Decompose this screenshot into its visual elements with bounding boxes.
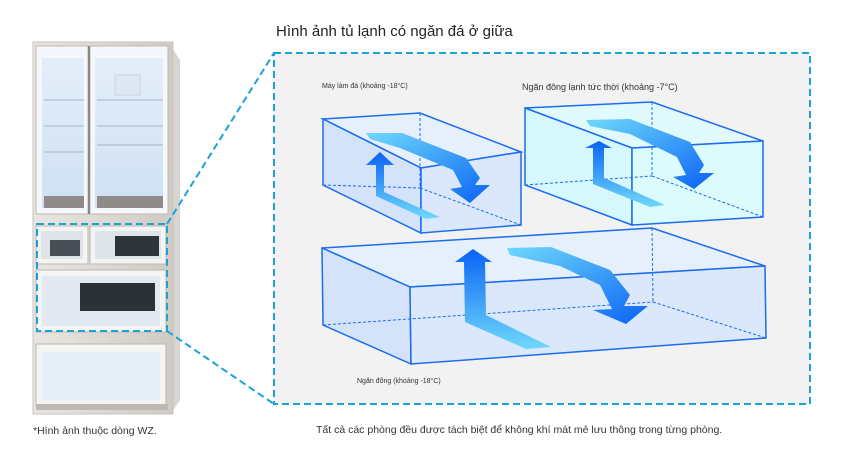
airflow-arrow-down-icon <box>507 247 648 324</box>
airflow-arrow-down-icon <box>586 119 714 189</box>
label-freezer: Ngăn đông (khoảng -18°C) <box>357 378 441 385</box>
diagram-caption: Tất cả các phòng đều được tách biệt để k… <box>316 424 723 436</box>
page-title: Hình ảnh tủ lạnh có ngăn đá ở giữa <box>276 23 513 40</box>
airflow-arrow-up-icon <box>366 152 440 219</box>
label-instant-freezer: Ngăn đông lạnh tức thời (khoảng -7°C) <box>522 82 678 92</box>
airflow-arrow-up-icon <box>585 141 665 207</box>
compartment-ice-maker <box>320 112 524 235</box>
compartment-freezer <box>321 227 767 366</box>
fridge-middle-drawers <box>35 225 167 333</box>
airflow-arrow-down-icon <box>366 133 490 203</box>
airflow-arrow-up-icon <box>455 249 551 349</box>
fridge-bottom-drawer <box>35 343 168 410</box>
fridge-model-caption: *Hình ảnh thuộc dòng WZ. <box>33 425 157 437</box>
highlight-frame <box>36 223 168 332</box>
fridge-image <box>32 41 180 415</box>
panel-frame <box>273 52 811 405</box>
zoom-line-top <box>166 52 275 225</box>
zoom-line-bottom <box>166 330 275 405</box>
fridge-upper-doors <box>35 45 169 215</box>
compartment-instant-freezer <box>524 101 764 227</box>
label-ice-maker: Máy làm đá (khoảng -18°C) <box>322 83 408 90</box>
